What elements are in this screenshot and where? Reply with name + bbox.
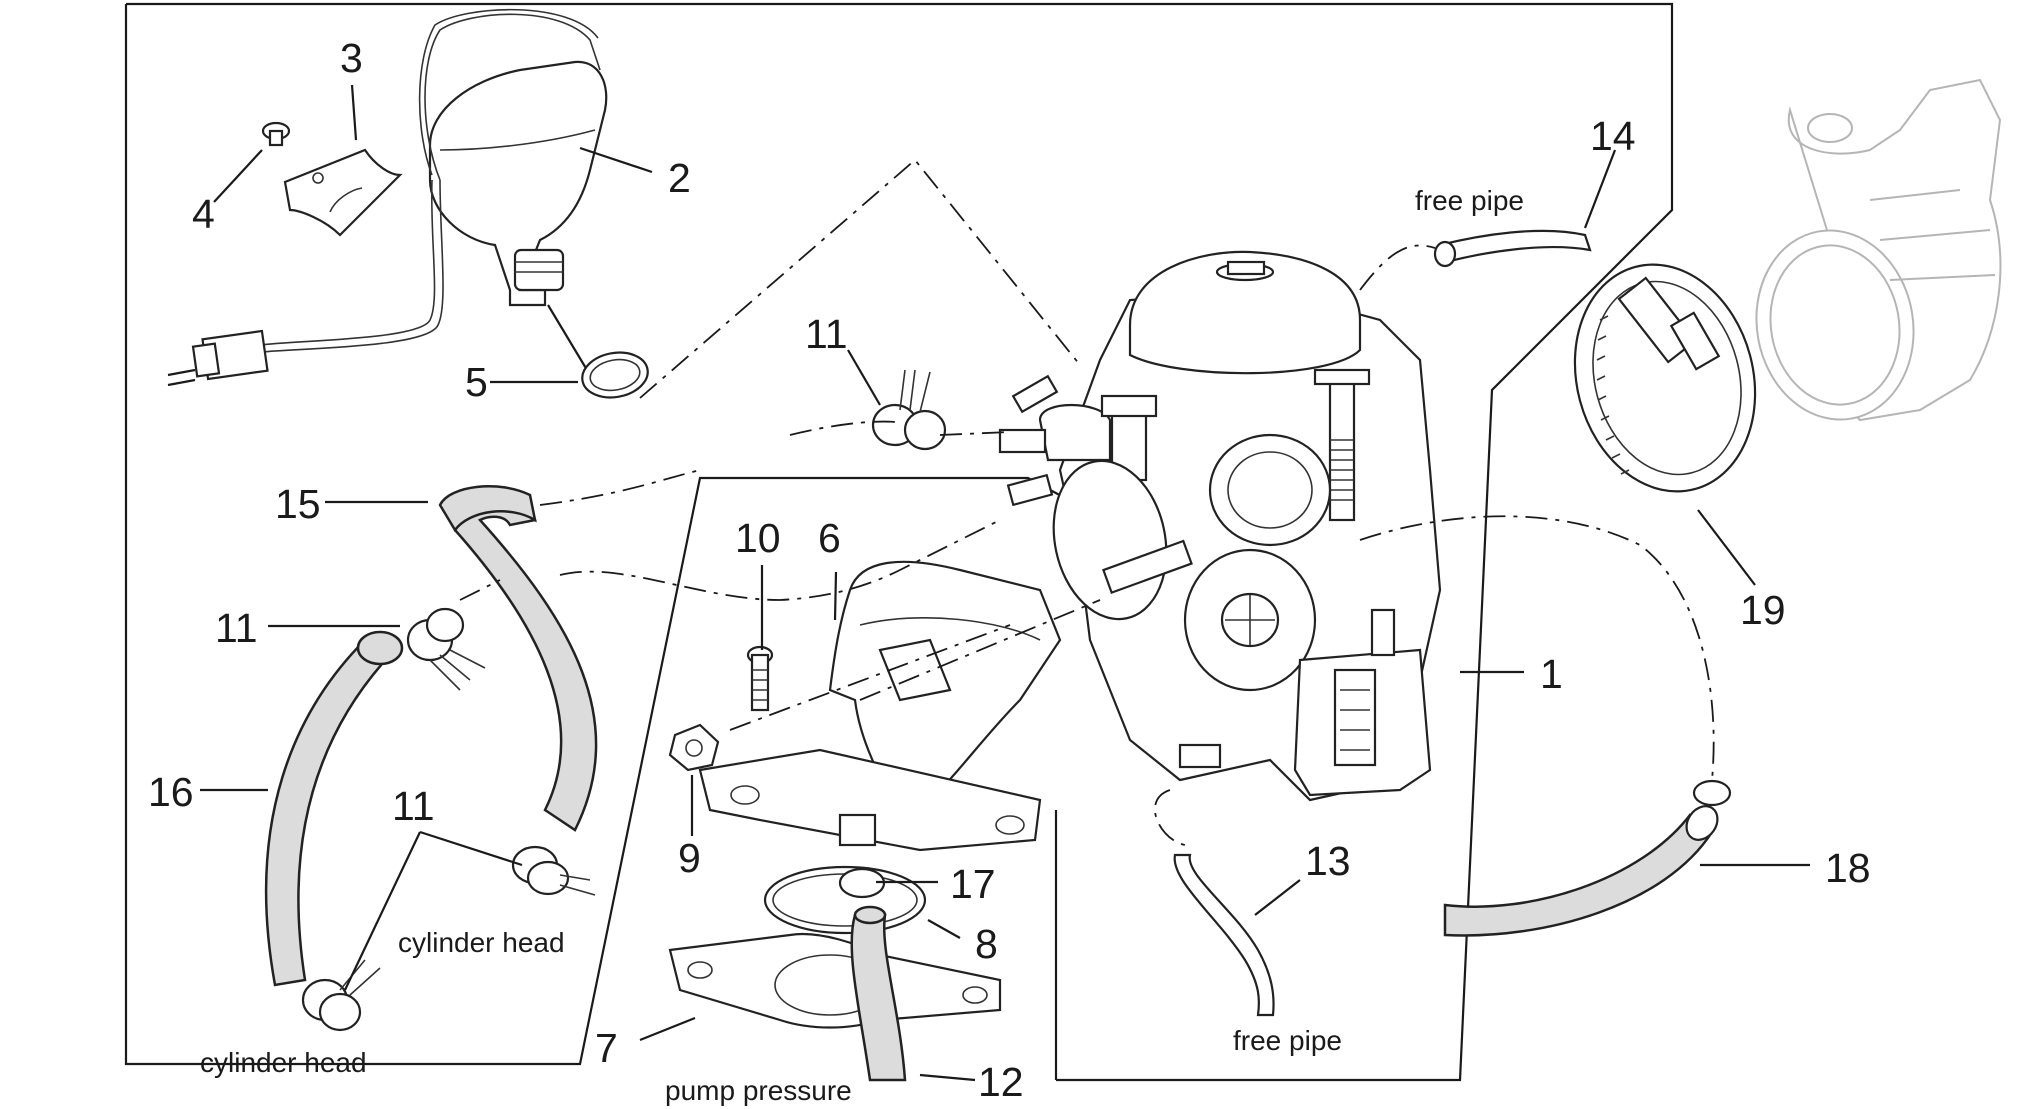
callout-17: 17 (950, 861, 996, 907)
callout-15: 15 (275, 481, 321, 527)
nut-9 (668, 723, 720, 772)
o-ring-5 (581, 351, 649, 399)
callout-13: 13 (1305, 838, 1351, 884)
electric-choke-2 (167, 8, 608, 387)
callout-19: 19 (1740, 587, 1786, 633)
callout-7: 7 (595, 1025, 618, 1071)
bolt-10 (746, 645, 774, 712)
callout-9: 9 (678, 835, 701, 881)
callout-14: 14 (1590, 113, 1636, 159)
callout-11-lower: 11 (392, 783, 435, 829)
callout-5: 5 (465, 359, 488, 405)
annotation-free-pipe-bottom: free pipe (1233, 1025, 1342, 1056)
annotation-free-pipe-top: free pipe (1415, 185, 1524, 216)
callout-labels: 1 2 3 4 5 6 7 8 9 10 11 11 11 12 13 14 1… (148, 35, 1871, 1105)
leader-lines (200, 84, 1810, 1082)
callout-6: 6 (818, 515, 841, 561)
clamp-11-top (871, 369, 947, 451)
callout-3: 3 (340, 35, 363, 81)
callout-4: 4 (192, 191, 215, 237)
hose-18 (1443, 779, 1732, 937)
pipe-12 (850, 905, 907, 1082)
routing-lines (459, 158, 1715, 846)
screw-4 (261, 121, 291, 147)
annotation-cylinder-head-right: cylinder head (398, 927, 565, 958)
carburetor-1 (998, 250, 1442, 802)
callout-8: 8 (975, 921, 998, 967)
intake-pipe-6 (698, 560, 1062, 852)
gasket-7 (668, 932, 1002, 1029)
callout-1: 1 (1540, 651, 1563, 697)
annotation-pump-pressure: pump pressure (665, 1075, 852, 1106)
callout-18: 18 (1825, 845, 1871, 891)
hose-16 (264, 630, 404, 987)
callout-11-top: 11 (805, 311, 848, 357)
clamp-11-lower (511, 845, 596, 896)
pipe-13 (1173, 853, 1275, 1017)
callout-12: 12 (978, 1059, 1024, 1105)
bracket-3 (283, 148, 403, 237)
intake-manifold (1755, 78, 2002, 422)
hose-15 (438, 485, 598, 832)
hose-clamp-19 (1573, 263, 1757, 493)
annotation-cylinder-head-left: cylinder head (200, 1047, 367, 1078)
clamp-11-mid (406, 607, 486, 691)
callout-11-mid: 11 (215, 605, 258, 651)
pipe-14 (1433, 229, 1592, 268)
annotations: free pipe free pipe cylinder head cylind… (200, 185, 1524, 1106)
panel-frame (124, 2, 1674, 1082)
clamp-11-bottom (301, 959, 381, 1032)
callout-16: 16 (148, 769, 194, 815)
callout-2: 2 (668, 155, 691, 201)
callout-10: 10 (735, 515, 781, 561)
